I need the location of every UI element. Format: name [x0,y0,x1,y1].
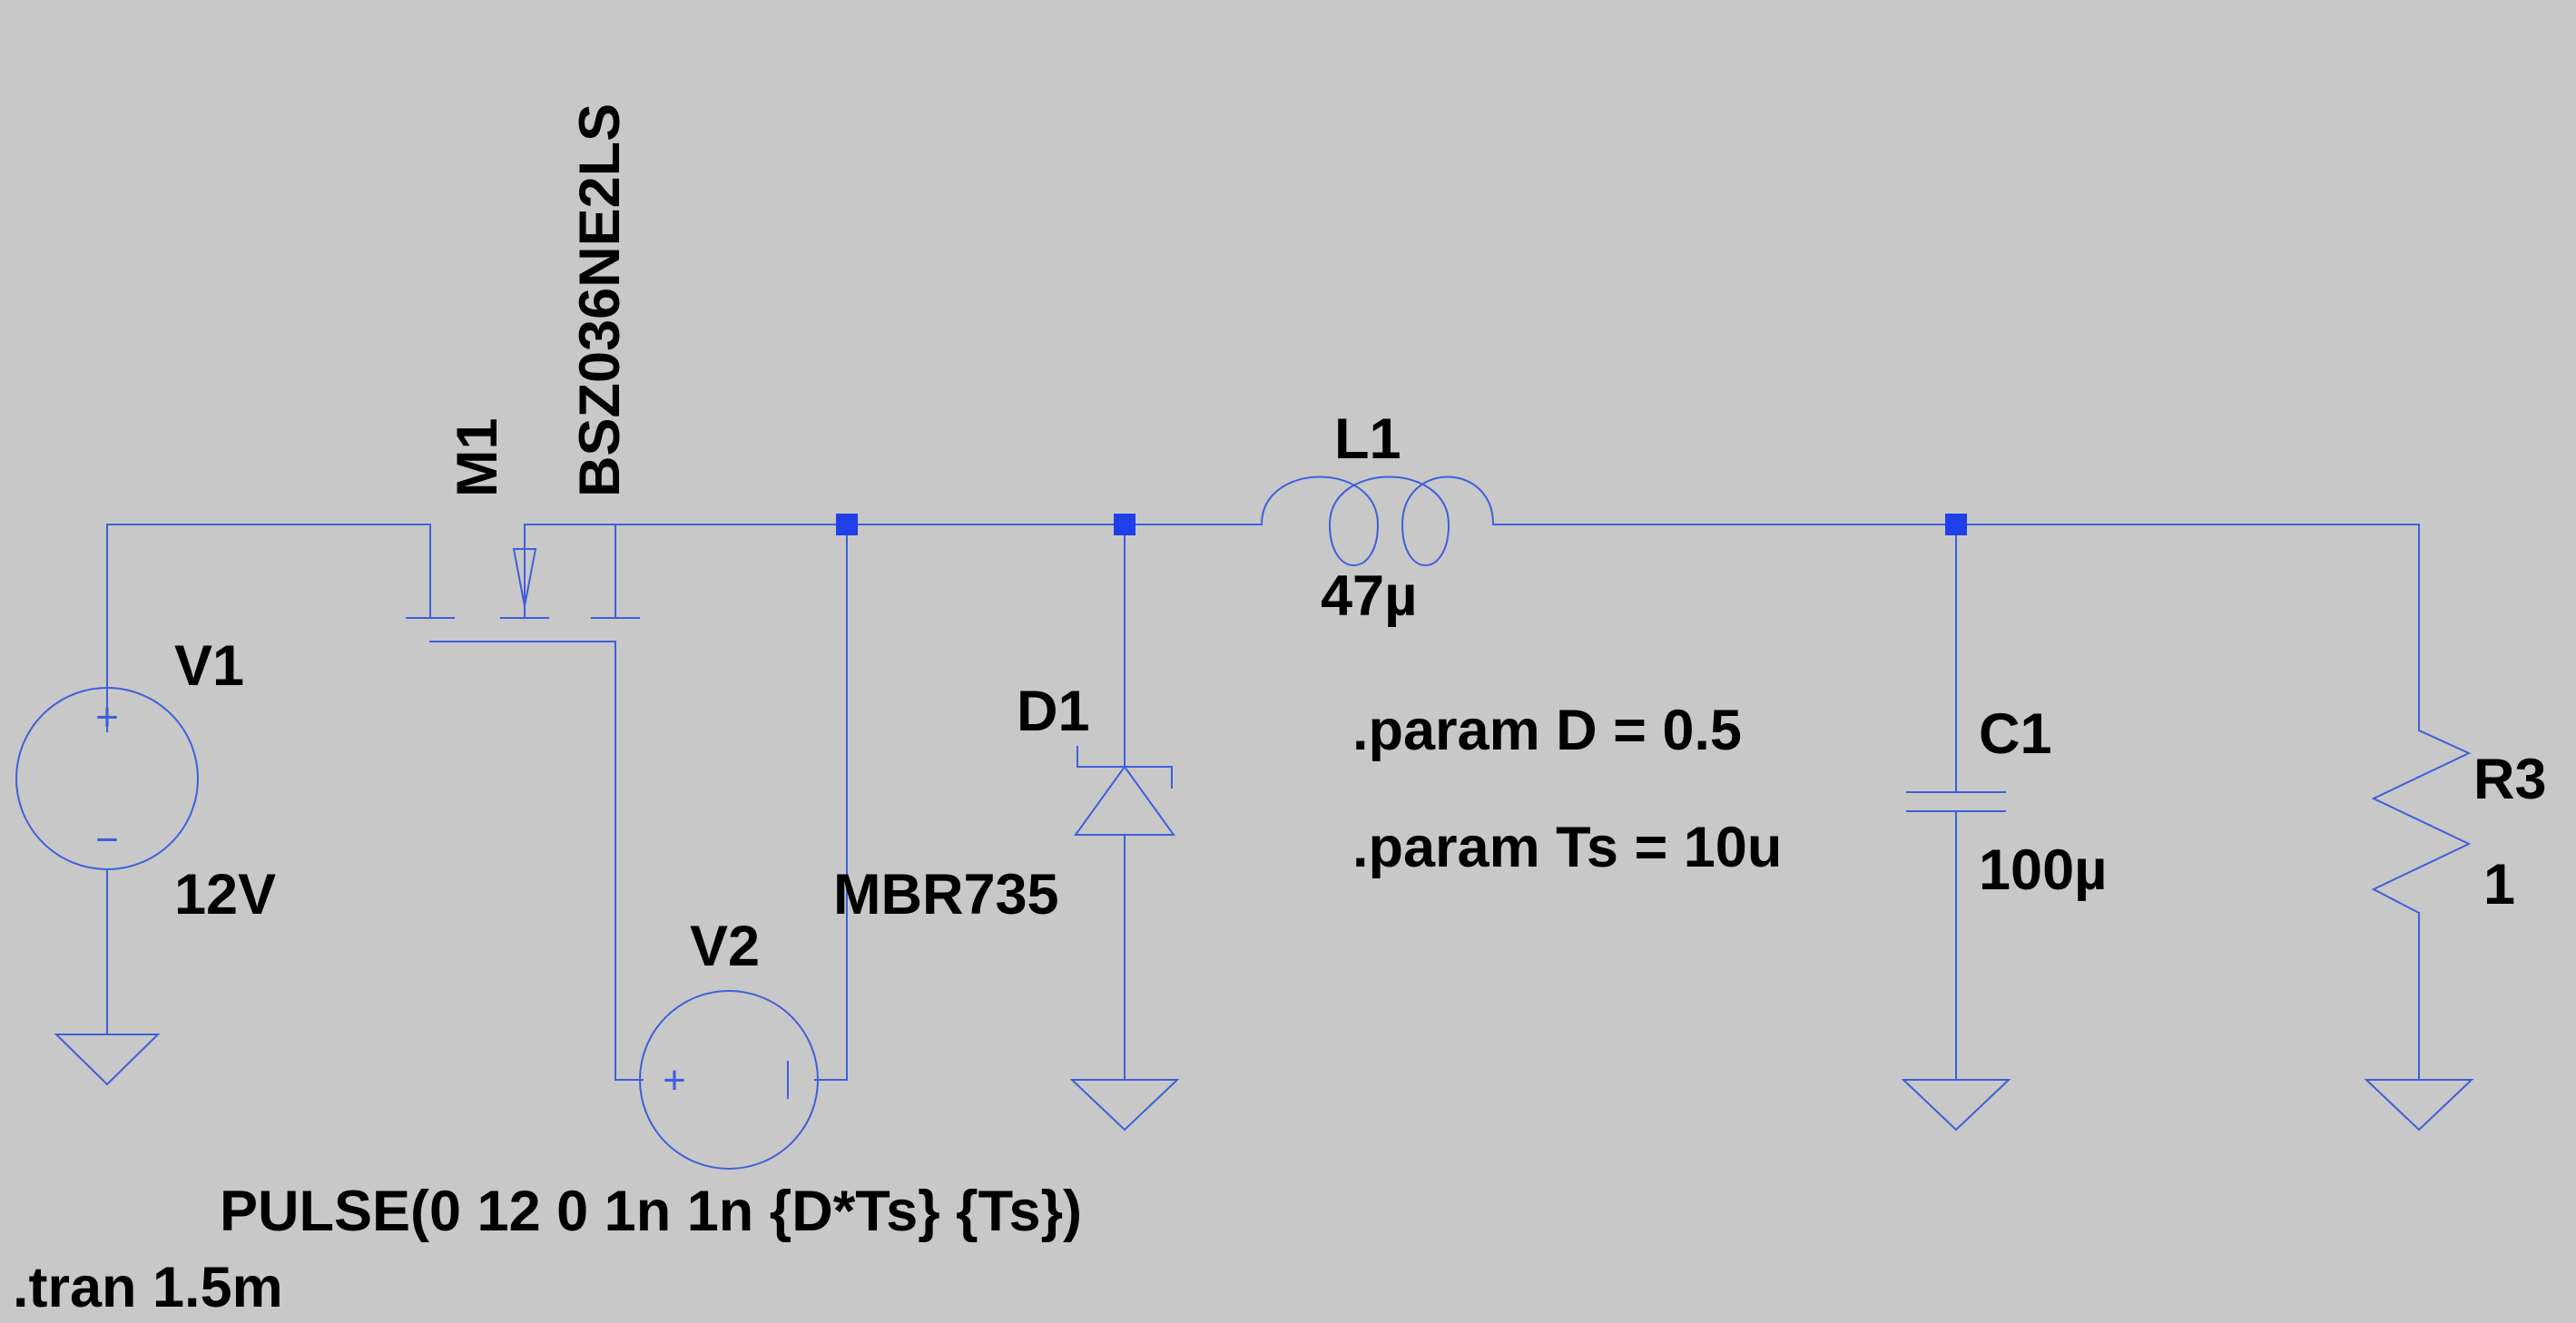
ground-symbol-d1[interactable] [1069,1079,1180,1132]
param-ts-directive[interactable]: .param Ts = 10u [1352,816,1782,879]
voltage-source-v1[interactable]: + − V1 12V [15,634,276,926]
param-d-directive[interactable]: .param D = 0.5 [1352,699,1742,762]
r3-value-label: 1 [2483,853,2515,916]
d1-model-label: MBR735 [833,863,1059,926]
junction-output-node[interactable] [1945,514,1967,535]
r3-zigzag-icon [2371,729,2472,915]
m1-body-lead [524,524,616,619]
junctions [836,514,1967,535]
m1-model-label: BSZ036NE2LS [568,103,632,497]
l1-value-label: 47µ [1321,564,1417,628]
capacitor-c1[interactable]: C1 100µ [1906,702,2107,902]
inductor-l1[interactable]: L1 47µ [1260,407,1495,628]
d1-triangle-icon [1074,765,1175,836]
l1-ref-label: L1 [1334,407,1401,471]
v1-minus-icon: − [95,818,119,862]
mosfet-m1[interactable]: M1 BSZ036NE2LS [406,103,640,642]
spice-directives: .param D = 0.5 .param Ts = 10u .tran 1.5… [13,699,1782,1319]
l1-coil-icon [1260,475,1495,566]
ground-symbol-c1[interactable] [1901,1079,2011,1132]
v1-body[interactable] [15,687,199,870]
m1-ref-label: M1 [446,417,509,497]
v2-body[interactable] [639,990,819,1170]
wire-source-switchnode[interactable] [615,524,848,619]
grounds [54,1034,2474,1132]
v2-value-label: PULSE(0 12 0 1n 1n {D*Ts} {Ts}) [220,1180,1082,1243]
c1-value-label: 100µ [1979,838,2107,902]
wires [106,524,2420,1081]
m1-body-arrow-icon [512,548,537,607]
wire-output-r3[interactable] [1955,524,2420,731]
diode-d1[interactable]: D1 MBR735 [833,680,1175,926]
v2-ref-label: V2 [690,915,760,978]
wire-switchnode-v2[interactable] [814,524,848,1081]
r3-ref-label: R3 [2473,748,2547,811]
ground-symbol-v1[interactable] [54,1034,161,1086]
c1-ref-label: C1 [1979,702,2052,766]
v1-plus-icon: + [95,695,119,740]
d1-ref-label: D1 [1017,680,1090,743]
resistor-r3[interactable]: R3 1 [2371,729,2547,916]
ground-symbol-r3[interactable] [2364,1079,2474,1132]
voltage-source-v2[interactable]: + V2 PULSE(0 12 0 1n 1n {D*Ts} {Ts}) [220,915,1082,1243]
wire-gate-v2[interactable] [429,641,644,1081]
wire-v1-drain[interactable] [106,524,431,732]
tran-directive[interactable]: .tran 1.5m [13,1256,283,1319]
junction-switch-node[interactable] [836,514,858,535]
junction-diode-node[interactable] [1114,514,1136,535]
v1-ref-label: V1 [174,634,244,698]
d1-cathode-bar [1077,746,1173,789]
v1-value-label: 12V [174,863,276,926]
v2-plus-icon: + [663,1058,686,1102]
